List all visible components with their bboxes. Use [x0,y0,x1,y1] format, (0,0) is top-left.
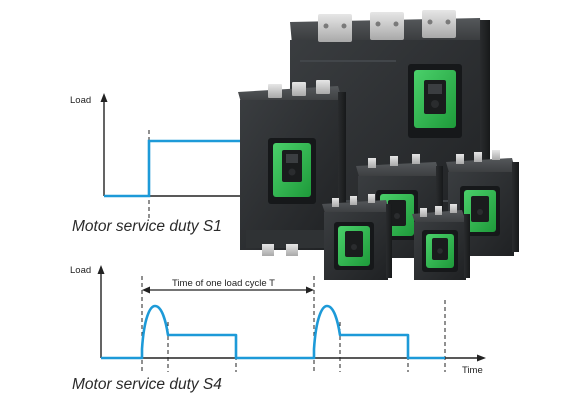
device-medium [238,80,346,256]
s1-load-trace [104,139,240,198]
s1-y-axis-arrow [100,93,108,102]
s4-load-trace [101,304,445,360]
s4-caption: Motor service duty S4 [72,376,222,393]
s4-cycle-arrow [142,286,314,294]
s4-x-axis-arrow [477,354,486,362]
device-small-c [322,194,392,280]
s1-y-axis-label: Load [70,95,92,106]
s1-diagram [100,93,240,218]
s4-y-axis-label: Load [70,265,92,276]
s4-y-axis-arrow [97,265,105,274]
s4-cycle-label: Time of one load cycle T [172,278,275,289]
device-small-d [412,204,470,280]
s4-diagram [97,265,486,372]
s1-caption: Motor service duty S1 [72,218,222,235]
s4-x-axis-label: Time [462,365,483,376]
soft-starter-device-icon [238,10,519,280]
